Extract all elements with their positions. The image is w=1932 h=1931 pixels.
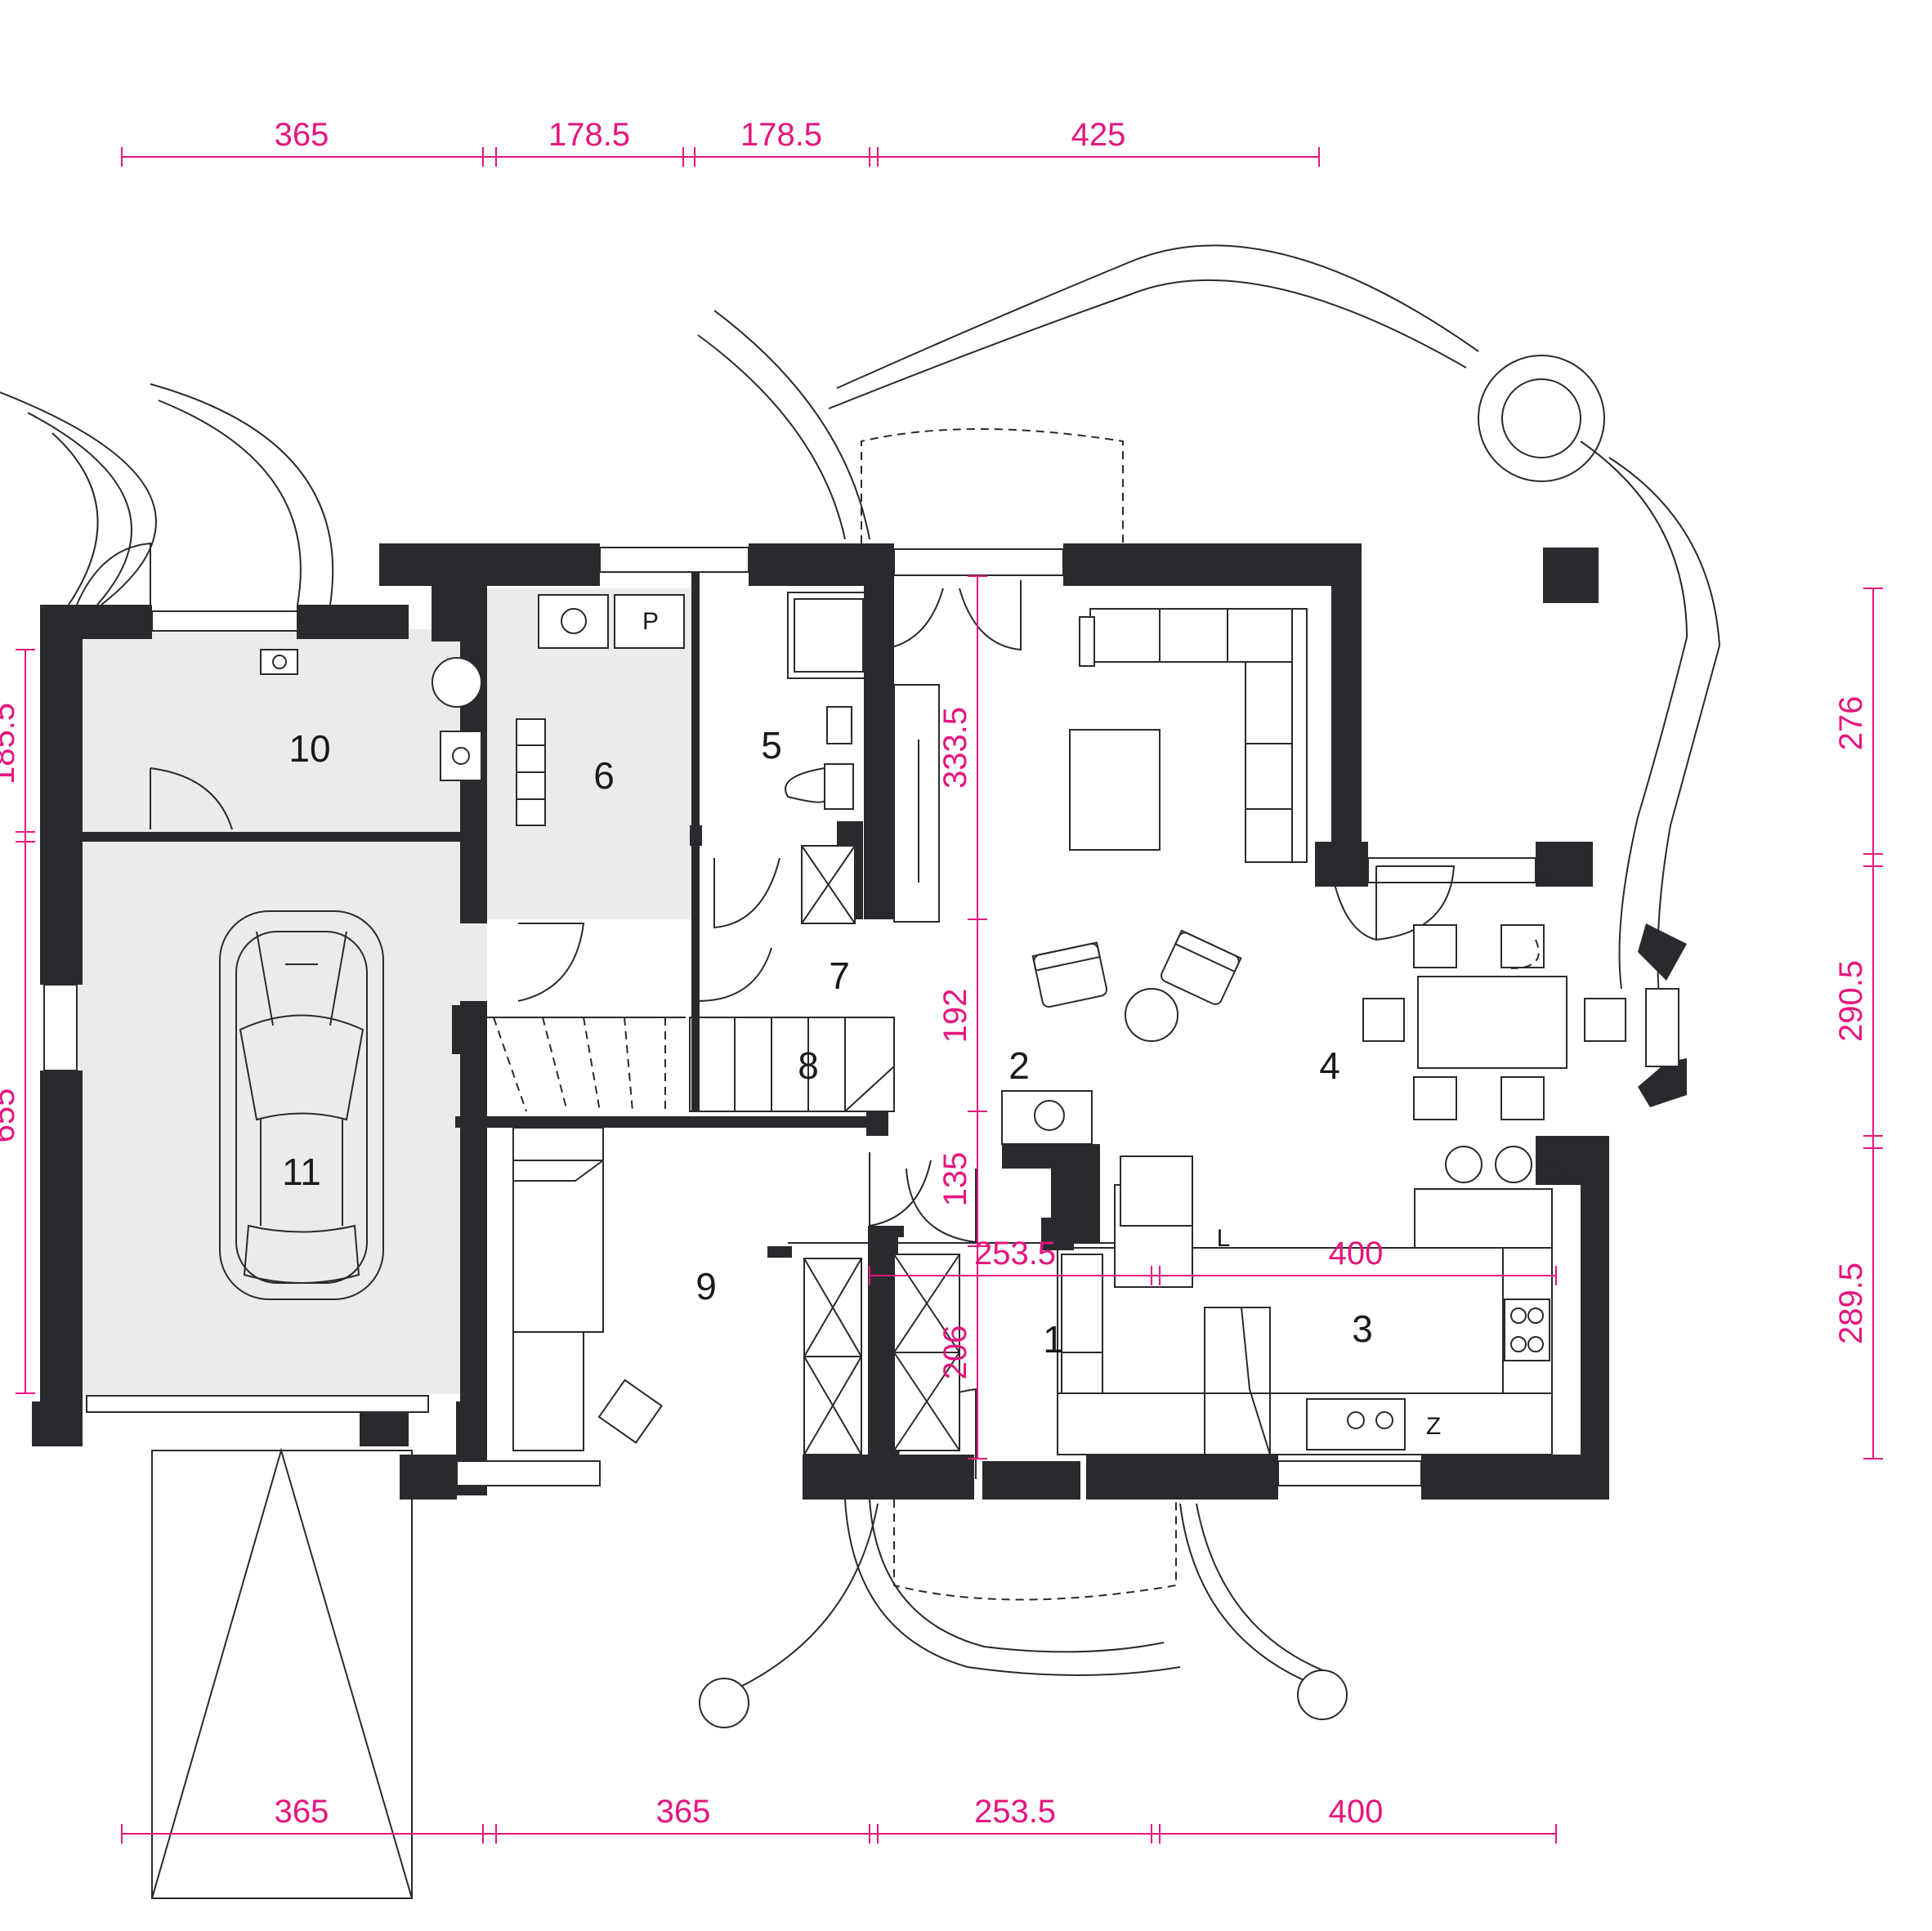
dining-fixtures bbox=[1362, 924, 1626, 1120]
room-number-7: 7 bbox=[829, 954, 850, 997]
room-number-4: 4 bbox=[1319, 1044, 1340, 1087]
room-number-5: 5 bbox=[761, 724, 782, 767]
dim-vestibule-width: 253.5 bbox=[974, 1236, 1056, 1272]
dim-bottom-3: 253.5 bbox=[974, 1794, 1056, 1830]
vestibule-fixtures bbox=[893, 1254, 1103, 1451]
pantry-marker: P bbox=[642, 608, 659, 635]
dim-bottom-1: 365 bbox=[275, 1794, 329, 1830]
room-number-3: 3 bbox=[1352, 1307, 1373, 1350]
bedroom-fixtures bbox=[512, 1127, 862, 1455]
walkways bbox=[0, 244, 1721, 1728]
fridge-marker: L bbox=[1217, 1225, 1231, 1252]
room-number-10: 10 bbox=[288, 727, 330, 770]
boiler-fixtures bbox=[260, 594, 685, 826]
windows bbox=[43, 547, 1679, 1486]
cabinet-marker: Z bbox=[1426, 1413, 1441, 1440]
entrance-canopy bbox=[893, 1500, 1177, 1601]
dim-bottom-2: 365 bbox=[656, 1794, 711, 1830]
round-planter bbox=[1501, 378, 1581, 458]
room-number-6: 6 bbox=[593, 754, 615, 797]
dim-top-4: 425 bbox=[1071, 117, 1126, 153]
room-number-1: 1 bbox=[1043, 1318, 1064, 1361]
dim-right-3: 289.5 bbox=[1833, 1263, 1869, 1344]
kitchen-fixtures bbox=[1001, 1090, 1553, 1455]
hall-wardrobe bbox=[893, 684, 940, 923]
dim-corridor-upper: 333.5 bbox=[937, 707, 973, 789]
round-planter-ring bbox=[1478, 355, 1605, 482]
room-number-9: 9 bbox=[695, 1265, 717, 1307]
bathroom-fixtures bbox=[785, 592, 870, 924]
garage-floor bbox=[45, 629, 487, 1394]
dimension-lines bbox=[16, 147, 1883, 1844]
bollard-left bbox=[699, 1678, 749, 1728]
dim-right-1: 276 bbox=[1833, 696, 1869, 751]
dim-right-2: 290.5 bbox=[1833, 960, 1869, 1042]
terrace-canopy-top bbox=[861, 428, 1124, 543]
dim-left-1: 185.5 bbox=[0, 703, 21, 784]
room-number-2: 2 bbox=[1008, 1044, 1030, 1087]
dim-top-2: 178.5 bbox=[548, 117, 630, 153]
room-number-11: 11 bbox=[282, 1151, 321, 1193]
bollard-right bbox=[1297, 1670, 1348, 1720]
dim-bottom-4: 400 bbox=[1329, 1794, 1384, 1830]
dim-top-3: 178.5 bbox=[740, 117, 822, 153]
walls bbox=[32, 543, 1687, 1500]
partitions bbox=[690, 572, 1156, 1258]
dim-top-1: 365 bbox=[275, 117, 329, 153]
room-number-8: 8 bbox=[798, 1044, 819, 1087]
column bbox=[1543, 548, 1599, 603]
living-fixtures bbox=[1031, 608, 1308, 1042]
car bbox=[219, 910, 384, 1300]
dim-corridor-lower: 135 bbox=[937, 1152, 973, 1207]
dim-corridor-mid: 192 bbox=[937, 989, 973, 1044]
dim-left-2: 655 bbox=[0, 1088, 21, 1143]
dim-vestibule: 206 bbox=[937, 1325, 973, 1380]
staircase bbox=[469, 1017, 895, 1112]
driveway bbox=[151, 1447, 413, 1899]
dim-kitchen-width: 400 bbox=[1329, 1236, 1384, 1272]
